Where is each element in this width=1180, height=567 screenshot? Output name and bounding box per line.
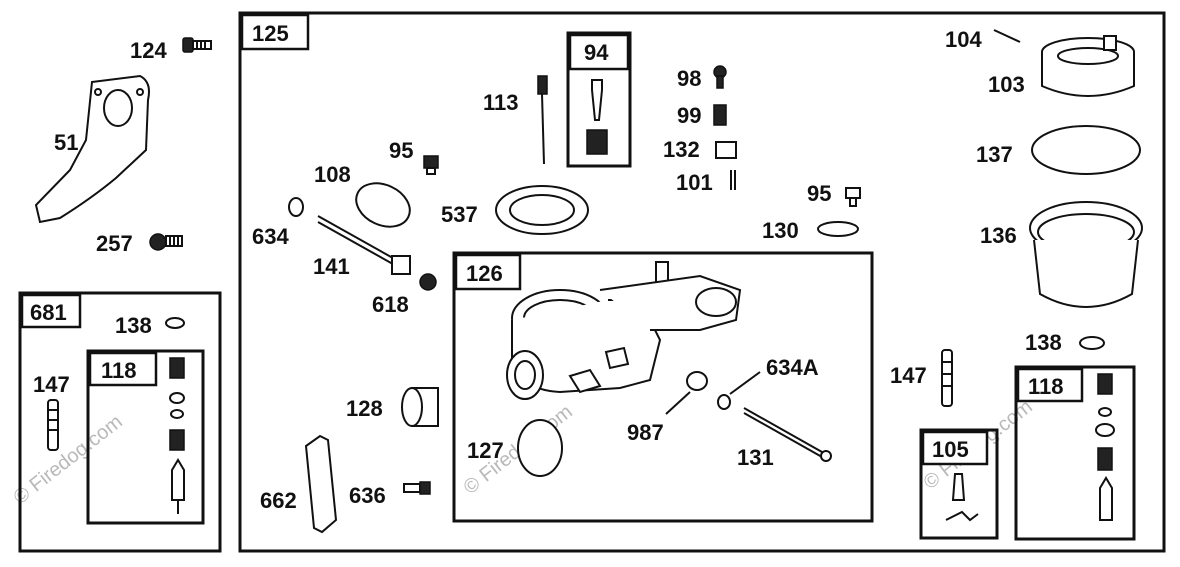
part-51-gasket [34, 74, 150, 224]
part-537-gasket [495, 185, 589, 235]
main-box-125 [238, 11, 1166, 553]
kit-681-box [18, 291, 222, 553]
label-662: 662 [260, 488, 297, 513]
part-634-washer [288, 197, 304, 217]
label-51: 51 [54, 130, 78, 155]
part-138-left-oring [165, 317, 185, 329]
part-103-cover [1041, 35, 1135, 97]
kit-105-label: 105 [932, 437, 969, 462]
part-136-bowl [1029, 201, 1143, 308]
label-137: 137 [976, 142, 1013, 167]
carb-box-126-tag [454, 253, 522, 291]
label-136: 136 [980, 223, 1017, 248]
label-128: 128 [346, 396, 383, 421]
part-104-pin [993, 29, 1021, 43]
kit-118-right-box [1014, 365, 1136, 541]
kit-118-right-parts [1095, 373, 1115, 521]
part-98-screw [713, 65, 727, 89]
label-987: 987 [627, 420, 664, 445]
part-127-oring [517, 419, 563, 477]
part-95-right-screw [845, 187, 861, 207]
leader-987 [665, 391, 691, 415]
kit-94-parts [586, 79, 608, 155]
kit-118-right-tag [1016, 367, 1084, 403]
part-662-bracket [304, 434, 338, 534]
part-987-oring [686, 371, 708, 391]
part-618-spring [419, 273, 437, 291]
part-131-link [743, 407, 832, 462]
label-113: 113 [483, 90, 519, 115]
kit-105-box [919, 428, 999, 540]
part-128-cylinder [401, 387, 439, 427]
part-147-left-nozzle [47, 399, 59, 451]
kit-681-inner-box [86, 349, 205, 525]
label-104: 104 [945, 27, 982, 52]
label-141: 141 [313, 254, 350, 279]
label-131: 131 [737, 445, 774, 470]
label-95-right: 95 [807, 181, 831, 206]
label-95-top: 95 [389, 138, 413, 163]
part-99-spring [713, 104, 727, 126]
kit-105-parts [945, 473, 979, 522]
watermark-left: © Firedog.com [10, 411, 127, 509]
carb-box-126 [452, 251, 874, 523]
label-147-right: 147 [890, 363, 927, 388]
kit-118-right-label: 118 [1028, 374, 1064, 399]
label-634A: 634A [766, 355, 819, 380]
main-box-125-label: 125 [252, 21, 289, 46]
part-138-right-oring [1079, 336, 1105, 350]
leader-634A [729, 371, 761, 395]
main-box-125-tag [240, 13, 310, 51]
part-124-screw [182, 37, 212, 53]
part-130-disc [817, 221, 859, 237]
label-138-right: 138 [1025, 330, 1062, 355]
part-147-right-nozzle [941, 349, 953, 407]
label-537: 537 [441, 202, 478, 227]
label-634: 634 [252, 224, 289, 249]
part-137-gasket [1031, 125, 1141, 175]
label-138-left: 138 [115, 313, 152, 338]
label-257: 257 [96, 231, 133, 256]
part-95-top-screw [423, 155, 439, 175]
kit-681-inner-parts [169, 357, 185, 514]
part-101-pin [730, 170, 736, 190]
label-99: 99 [677, 103, 701, 128]
kit-681-tag [20, 293, 82, 329]
label-636: 636 [349, 483, 386, 508]
part-634A-washer [717, 394, 731, 410]
label-108: 108 [314, 162, 351, 187]
part-113-needle [537, 75, 548, 165]
label-127: 127 [467, 438, 504, 463]
kit-105-tag [921, 430, 989, 466]
label-103: 103 [988, 72, 1025, 97]
label-98: 98 [677, 66, 701, 91]
kit-94-label: 94 [584, 40, 609, 65]
label-132: 132 [663, 137, 700, 162]
label-130: 130 [762, 218, 799, 243]
kit-94-tag [568, 33, 630, 71]
part-141-shaft [317, 215, 411, 275]
part-108-diaphragm [355, 182, 411, 228]
carb-box-126-label: 126 [466, 261, 503, 286]
label-147-left: 147 [33, 372, 70, 397]
label-101: 101 [676, 170, 713, 195]
kit-681-inner-tag [88, 351, 158, 387]
kit-681-label: 681 [30, 300, 67, 325]
part-132-fitting [715, 141, 737, 159]
part-126-carburetor-body [506, 261, 742, 400]
label-618: 618 [372, 292, 409, 317]
part-257-bolt [149, 233, 183, 251]
kit-94-box [566, 31, 632, 168]
label-124: 124 [130, 38, 167, 63]
kit-681-inner-label: 118 [101, 358, 137, 383]
part-636-screw [403, 481, 431, 495]
